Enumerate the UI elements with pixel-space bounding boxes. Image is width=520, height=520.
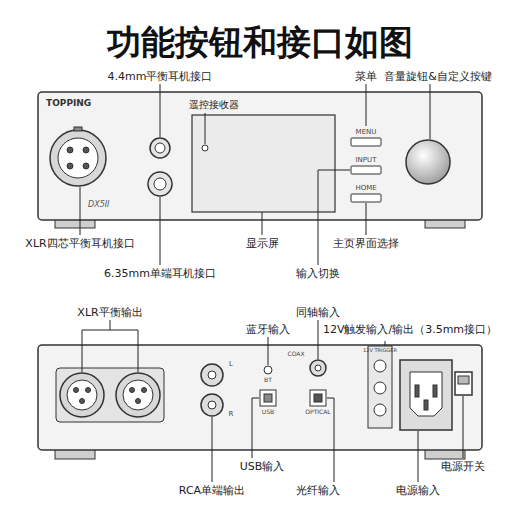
panel-marking: HOME: [355, 184, 376, 192]
leader-lines: [80, 84, 463, 482]
callout-label: 音量旋钮&自定义按键: [384, 70, 492, 83]
callout-label: 4.4mm平衡耳机接口: [108, 70, 213, 83]
callout-label: XLR四芯平衡耳机接口: [25, 237, 134, 250]
panel-marking: R: [229, 410, 234, 418]
callout-label: USB输入: [240, 460, 285, 473]
panel-marking: MENU: [356, 128, 377, 136]
callout-label: 电源开关: [441, 460, 485, 473]
callout-label: XLR平衡输出: [77, 306, 142, 319]
callout-label: 主页界面选择: [333, 237, 399, 250]
callout-label: 显示屏: [246, 237, 279, 250]
panel-marking: USB: [262, 408, 274, 415]
panel-marking: DX5II: [88, 200, 109, 210]
callout-label: 光纤输入: [296, 484, 340, 497]
panel-marking: 12V TRIGGER: [363, 347, 397, 353]
callout-label: 6.35mm单端耳机接口: [104, 267, 216, 280]
callout-label: 电源输入: [396, 484, 440, 497]
panel-marking: OPTICAL: [305, 408, 330, 415]
panel-marking: INPUT: [356, 156, 377, 164]
callout-label: 同轴输入: [296, 306, 340, 319]
panel-marking: L: [229, 360, 233, 368]
callout-label: 输入切换: [296, 267, 340, 280]
panel-marking: COAX: [287, 350, 304, 357]
panel-marking: TOPPING: [46, 98, 91, 109]
callout-label: 遥控接收器: [187, 99, 241, 111]
callout-label: RCA单端输出: [179, 484, 245, 497]
callout-label: 菜单: [355, 70, 377, 83]
callout-label: 12V触发输入/输出（3.5mm接口）: [323, 323, 497, 336]
callout-label: 蓝牙输入: [246, 323, 290, 336]
page-title: 功能按钮和接口如图: [107, 22, 413, 63]
panel-marking: BT: [264, 376, 272, 383]
